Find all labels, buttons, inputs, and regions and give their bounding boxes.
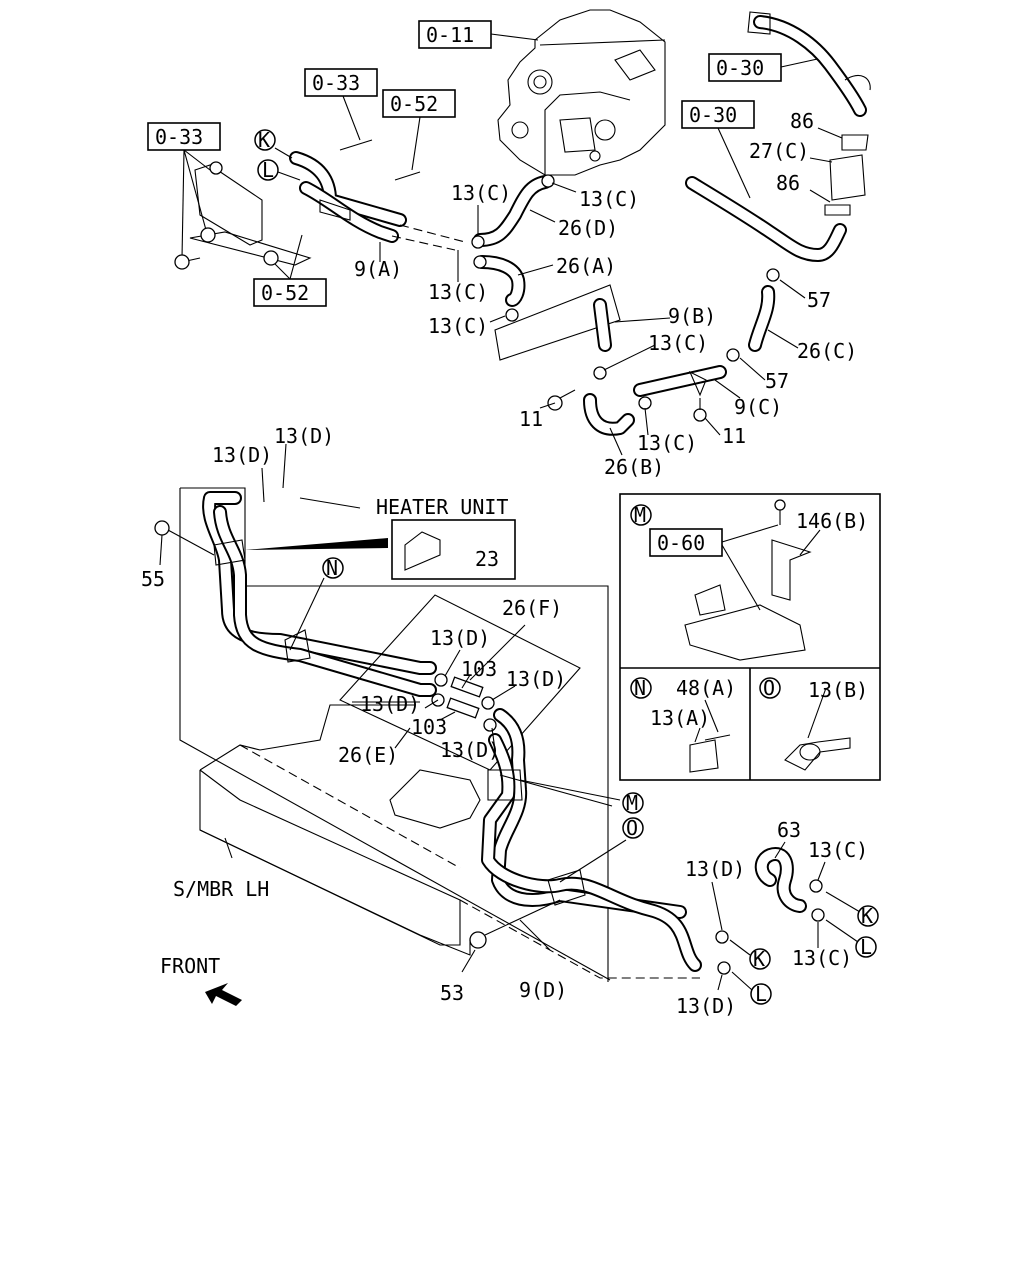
ref-0-33-left-label: 0-33 (155, 125, 203, 149)
bracket-and-pipe-9a (174, 139, 466, 270)
label-13d-8: 13(D) (676, 994, 736, 1018)
label-13c-8: 13(C) (792, 946, 852, 970)
ref-0-11: 0-11 (418, 20, 539, 49)
callout-l-right-label: L (860, 935, 872, 959)
label-13c-1: 13(C) (451, 181, 511, 205)
callout-m-panel-label: M (634, 503, 646, 527)
ref-0-30-lower: 0-30 (681, 100, 755, 199)
leader-lines (159, 127, 861, 991)
callout-k-right: K (857, 904, 879, 928)
callout-m-panel: M (630, 503, 652, 527)
callout-l-upper-label: L (262, 158, 274, 182)
label-13c-5: 13(C) (648, 331, 708, 355)
label-13c-7: 13(C) (808, 838, 868, 862)
side-member-lh (199, 704, 700, 979)
label-9b: 9(B) (668, 304, 716, 328)
callout-l-right: L (855, 935, 877, 959)
part-23-box (245, 519, 516, 580)
label-27c: 27(C) (749, 139, 809, 163)
front-arrow-icon (205, 983, 242, 1006)
ref-0-30-upper: 0-30 (708, 53, 823, 82)
lower-hose-assembly (154, 487, 702, 982)
label-103-upper: 103 (461, 657, 497, 681)
pipe-9b-9c-assembly (494, 284, 727, 436)
label-13d-1: 13(D) (274, 424, 334, 448)
callout-l-upper: L (257, 158, 279, 182)
callout-n-lower: N (322, 556, 344, 580)
label-9d: 9(D) (519, 978, 567, 1002)
engine-block (497, 9, 666, 176)
ref-0-52-upper-label: 0-52 (390, 92, 438, 116)
label-13d-2: 13(D) (212, 443, 272, 467)
label-53: 53 (440, 981, 464, 1005)
hoses-26d-26a (471, 174, 555, 322)
ref-0-30-upper-label: 0-30 (716, 56, 764, 80)
ref-0-33-upper-label: 0-33 (312, 71, 360, 95)
label-26f: 26(F) (502, 596, 562, 620)
part-labels: 86 27(C) 86 13(C) 13(C) 26(D) 9(A) 26(A)… (141, 109, 868, 1018)
callout-k-right-label: K (861, 904, 873, 928)
label-11-left: 11 (519, 407, 543, 431)
callout-n-lower-label: N (326, 556, 338, 580)
label-13b: 13(B) (808, 678, 868, 702)
label-55: 55 (141, 567, 165, 591)
label-86-lower: 86 (776, 171, 800, 195)
callout-n-panel-label: N (634, 676, 646, 700)
label-13c-4: 13(C) (428, 314, 488, 338)
label-23: 23 (475, 547, 499, 571)
ref-0-33-upper: 0-33 (304, 68, 378, 141)
callout-k-upper-label: K (258, 128, 270, 152)
water-pipes-upper-right (685, 11, 871, 362)
callout-o-panel: O (759, 676, 781, 700)
label-26a: 26(A) (556, 254, 616, 278)
callout-o-lower-label: O (626, 816, 638, 840)
label-13d-3: 13(D) (430, 626, 490, 650)
label-front: FRONT (160, 954, 220, 978)
label-13c-6: 13(C) (637, 431, 697, 455)
callout-o-panel-label: O (763, 676, 775, 700)
ref-0-11-label: 0-11 (426, 23, 474, 47)
label-11-right: 11 (722, 424, 746, 448)
callout-l-lower-label: L (755, 982, 767, 1006)
ref-0-52-upper: 0-52 (382, 89, 456, 171)
label-146b: 146(B) (796, 509, 868, 533)
label-57-upper: 57 (807, 288, 831, 312)
callout-k-lower: K (749, 947, 771, 971)
label-63: 63 (777, 818, 801, 842)
hose-63 (715, 847, 825, 975)
label-9a: 9(A) (354, 257, 402, 281)
label-smbr-lh: S/MBR LH (173, 877, 269, 901)
callout-k-lower-label: K (753, 947, 765, 971)
callout-o-lower: O (622, 816, 644, 840)
label-13c-3: 13(C) (428, 280, 488, 304)
label-heater-unit: HEATER UNIT (376, 495, 508, 519)
label-86-upper: 86 (790, 109, 814, 133)
label-13d-7: 13(D) (685, 857, 745, 881)
label-13d-5: 13(D) (360, 692, 420, 716)
label-26e: 26(E) (338, 743, 398, 767)
label-26d: 26(D) (558, 216, 618, 240)
callout-m-lower-label: M (626, 791, 638, 815)
callout-k-upper: K (254, 128, 276, 152)
label-9c: 9(C) (734, 395, 782, 419)
callout-m-lower: M (622, 791, 644, 815)
label-26b: 26(B) (604, 455, 664, 479)
label-48a: 48(A) (676, 676, 736, 700)
ref-0-33-left: 0-33 (147, 122, 221, 259)
label-13d-6: 13(D) (440, 738, 500, 762)
ref-0-52-lower: 0-52 (253, 234, 327, 307)
ref-0-52-lower-label: 0-52 (261, 281, 309, 305)
label-13d-4: 13(D) (506, 667, 566, 691)
detail-panel: 0-60 (619, 493, 881, 781)
label-26c: 26(C) (797, 339, 857, 363)
callout-l-lower: L (750, 982, 772, 1006)
ref-0-60-label: 0-60 (657, 531, 705, 555)
callout-n-panel: N (630, 676, 652, 700)
label-13c-2: 13(C) (579, 187, 639, 211)
label-13a: 13(A) (650, 706, 710, 730)
label-57-lower: 57 (765, 369, 789, 393)
ref-0-30-lower-label: 0-30 (689, 103, 737, 127)
label-103-lower: 103 (411, 715, 447, 739)
